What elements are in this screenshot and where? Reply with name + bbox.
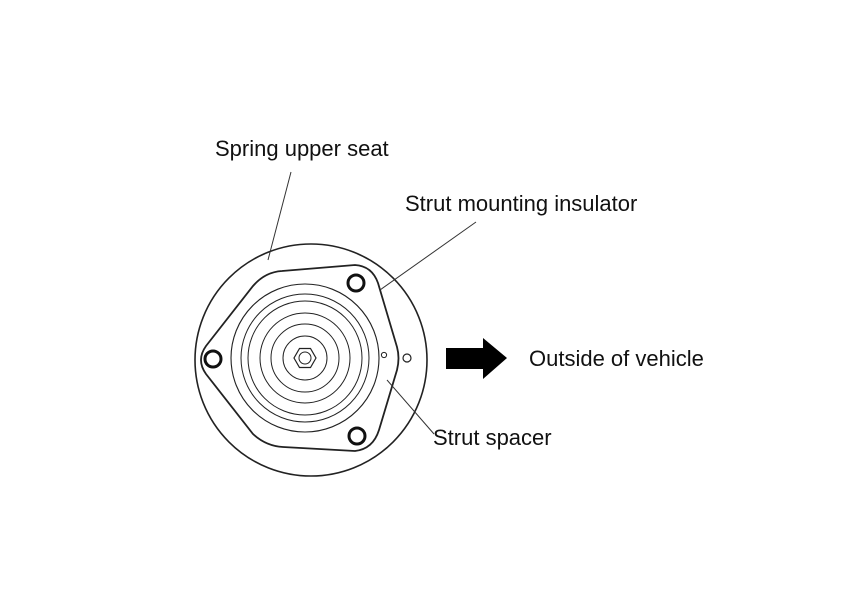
strut-mounting-insulator-plate (200, 264, 400, 452)
insulator-ring-4 (259, 312, 351, 404)
leader-line-spring-upper-seat (267, 171, 292, 261)
insulator-ring-outer (230, 283, 380, 433)
arrow-right-icon (446, 338, 507, 379)
insulator-ring-5 (270, 323, 340, 393)
label-strut-mounting-insulator: Strut mounting insulator (405, 191, 637, 216)
strut-spacer-mark-icon (380, 351, 388, 359)
label-spring-upper-seat: Spring upper seat (215, 136, 389, 161)
hex-nut-icon (293, 347, 317, 369)
leader-line-strut-spacer (386, 379, 435, 435)
bolt-hole-icon (203, 349, 223, 369)
leader-line-strut-mounting-insulator (379, 221, 477, 291)
spring-upper-seat-outline (194, 243, 428, 477)
strut-spacer-mark-icon (402, 353, 412, 363)
insulator-ring-2 (240, 293, 370, 423)
bolt-hole-icon (347, 426, 367, 446)
insulator-ring-3 (247, 300, 363, 416)
label-strut-spacer: Strut spacer (433, 425, 552, 450)
insulator-ring-inner (282, 335, 328, 381)
bolt-hole-icon (346, 273, 366, 293)
label-outside-of-vehicle: Outside of vehicle (529, 346, 704, 371)
